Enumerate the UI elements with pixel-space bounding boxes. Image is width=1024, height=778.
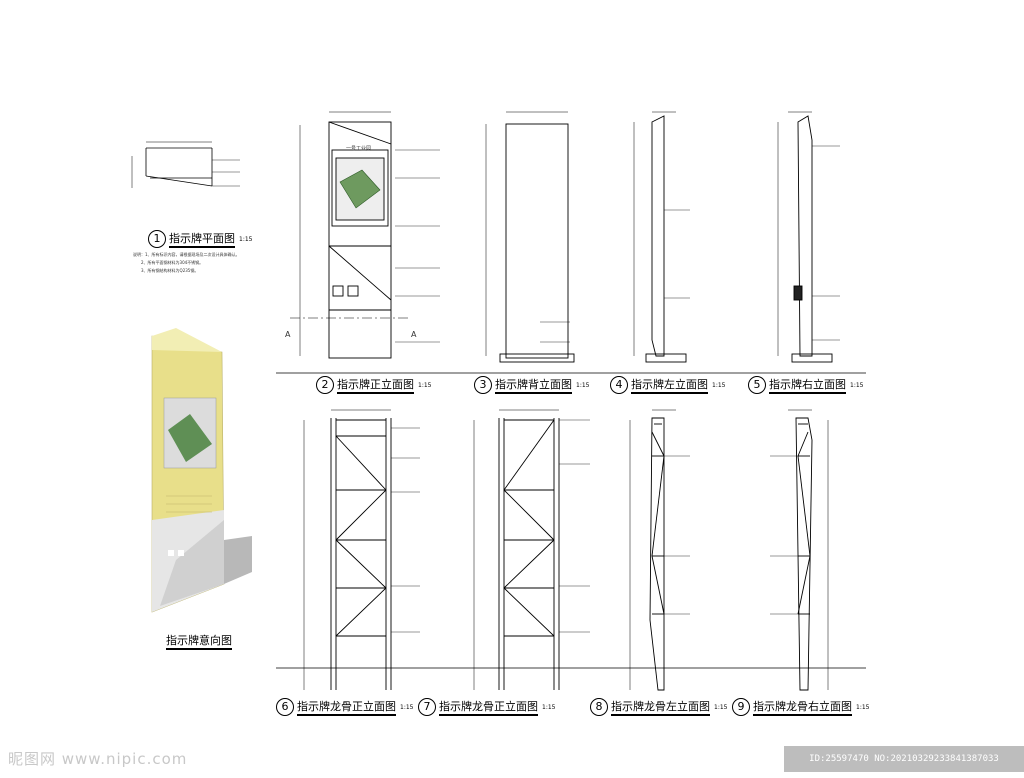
view-title-text-3: 指示牌背立面图 — [495, 378, 572, 394]
notes-line-2: 2、所有平面钢材料为304不锈钢。 — [141, 260, 204, 265]
plan-view-drawing — [131, 141, 240, 188]
section-mark-right: A — [411, 330, 417, 339]
right-elevation-drawing — [777, 111, 840, 363]
front-elevation-drawing — [290, 111, 440, 359]
view-scale-7: 1:15 — [542, 703, 556, 711]
frame-front-drawing — [303, 409, 420, 690]
perspective-title-text: 指示牌意向图 — [166, 634, 232, 650]
view-title-text-1: 指示牌平面图 — [169, 232, 235, 248]
view-number-9: 9 — [732, 698, 750, 716]
back-elevation-drawing — [485, 111, 575, 363]
notes-line-3: 3、所有钢结构材料为Q235钢。 — [141, 268, 199, 273]
view-scale-2: 1:15 — [418, 381, 432, 389]
perspective-title: 指示牌意向图 — [166, 632, 232, 650]
frame-left-drawing — [629, 409, 690, 691]
view-number-2: 2 — [316, 376, 334, 394]
view-scale-8: 1:15 — [714, 703, 728, 711]
view-scale-4: 1:15 — [712, 381, 726, 389]
view-scale-1: 1:15 — [239, 235, 253, 243]
view-scale-3: 1:15 — [576, 381, 590, 389]
view-title-text-2: 指示牌正立面图 — [337, 378, 414, 394]
view-number-5: 5 — [748, 376, 766, 394]
watermark-footer: 昵图网 www.nipic.com ID:25597470 NO:2021032… — [0, 744, 1024, 778]
perspective-image — [151, 328, 252, 613]
view-number-7: 7 — [418, 698, 436, 716]
view-title-text-8: 指示牌龙骨左立面图 — [611, 700, 710, 716]
view-scale-6: 1:15 — [400, 703, 414, 711]
view-scale-5: 1:15 — [850, 381, 864, 389]
left-elevation-drawing — [633, 111, 690, 363]
frame-right-drawing — [770, 409, 829, 691]
view-title-text-7: 指示牌龙骨正立面图 — [439, 700, 538, 716]
panel-sign-text: 一号工业园 — [346, 146, 372, 152]
notes-line-1: 说明：1、所有标识内容，请根据现场及二次设计具体确认。 — [133, 252, 240, 257]
view-number-1: 1 — [148, 230, 166, 248]
section-mark-left: A — [285, 330, 291, 339]
view-scale-9: 1:15 — [856, 703, 870, 711]
view-number-6: 6 — [276, 698, 294, 716]
view-title-text-6: 指示牌龙骨正立面图 — [297, 700, 396, 716]
frame-front-2-drawing — [473, 409, 590, 690]
watermark-logo: 昵图网 www.nipic.com — [8, 750, 188, 768]
view-title-text-9: 指示牌龙骨右立面图 — [753, 700, 852, 716]
view-number-3: 3 — [474, 376, 492, 394]
view-title-text-5: 指示牌右立面图 — [769, 378, 846, 394]
watermark-id: ID:25597470 NO:20210329233841387033 — [784, 746, 1024, 772]
view-title-text-4: 指示牌左立面图 — [631, 378, 708, 394]
view-number-8: 8 — [590, 698, 608, 716]
view-number-4: 4 — [610, 376, 628, 394]
